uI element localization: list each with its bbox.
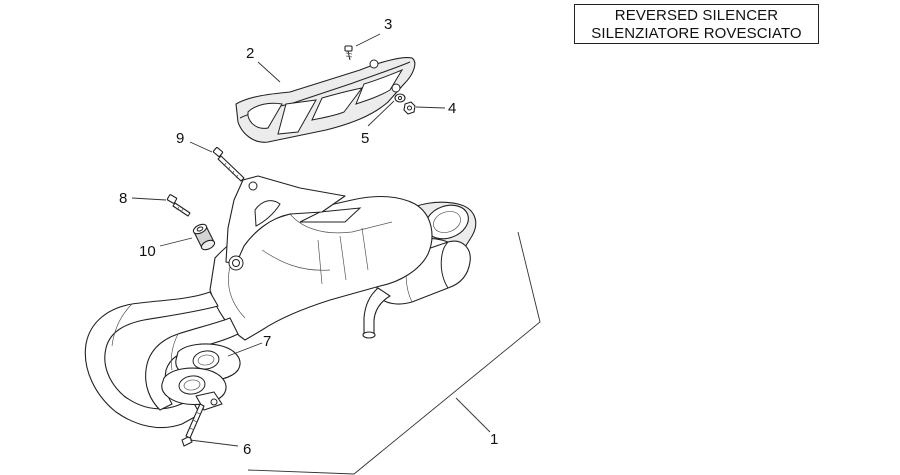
bolt-6 [181,403,205,447]
mounting-bracket [225,175,346,271]
screw-8 [166,194,191,217]
nut-4 [403,101,416,115]
washer-5 [394,93,406,103]
tailpipe [362,287,391,339]
manifold-flanges [161,343,241,411]
screw-9 [212,146,245,182]
callout-6: 6 [243,441,251,458]
callout-1: 1 [490,431,498,448]
callout-3: 3 [384,16,392,33]
title-line-english: REVERSED SILENCER [614,7,779,24]
callout-7: 7 [263,333,271,350]
exhaust-assembly [84,175,477,429]
expansion-chamber [209,196,433,341]
rubber-bushing-10 [192,223,216,251]
title-line-italian: SILENZIATORE ROVESCIATO [591,25,802,42]
callout-10: 10 [139,243,156,260]
callout-9: 9 [176,130,184,147]
screw-3 [344,45,353,61]
reversed-silencer-title-box: REVERSED SILENCER SILENZIATORE ROVESCIAT… [574,4,819,44]
heat-shield [235,57,416,143]
callout-numbers: 3 2 4 5 9 8 10 7 1 6 [119,16,498,458]
callout-5: 5 [361,130,369,147]
callout-4: 4 [448,100,456,117]
callout-8: 8 [119,190,127,207]
callout-2: 2 [246,45,254,62]
callout-leaders [131,33,541,475]
